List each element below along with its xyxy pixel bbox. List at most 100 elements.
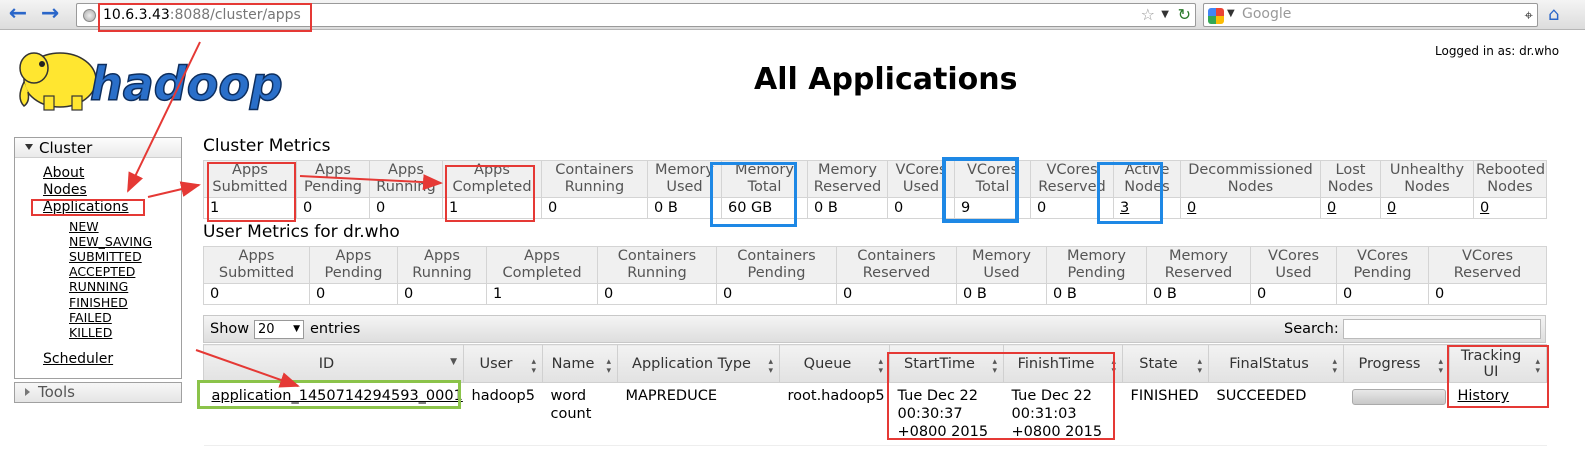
col-header-progress[interactable]: Progress▴▾ bbox=[1343, 344, 1450, 383]
address-text: 10.6.3.43:8088/cluster/apps bbox=[103, 4, 301, 26]
sort-icon: ▴▾ bbox=[606, 357, 611, 376]
url-host: 10.6.3.43 bbox=[103, 7, 170, 23]
cm-decommissioned-nodes-link[interactable]: 0 bbox=[1187, 200, 1197, 216]
app-id-link[interactable]: application_1450714294593_0001 bbox=[211, 388, 463, 404]
sidebar-state-new-saving[interactable]: NEW_SAVING bbox=[69, 234, 153, 249]
sidebar-item-applications[interactable]: Applications bbox=[43, 199, 129, 215]
um-containers-reserved: 0 bbox=[836, 283, 957, 305]
progress-bar bbox=[1351, 389, 1446, 405]
col-header-id[interactable]: ID▼ bbox=[203, 344, 464, 383]
sidebar-cluster-panel: Cluster About Nodes Applications NEW NEW… bbox=[14, 137, 182, 379]
cm-containers-running: 0 bbox=[541, 197, 648, 219]
col-header-starttime[interactable]: StartTime▴▾ bbox=[889, 344, 1004, 383]
cm-vcores-reserved: 0 bbox=[1030, 197, 1114, 219]
home-icon[interactable]: ⌂ bbox=[1548, 4, 1560, 25]
browser-toolbar: ← → 10.6.3.43:8088/cluster/apps ☆ ▼ ↻ ▼ … bbox=[0, 0, 1585, 30]
show-label: Show bbox=[210, 321, 250, 337]
col-header-finalstatus[interactable]: FinalStatus▴▾ bbox=[1208, 344, 1344, 383]
sidebar-state-submitted[interactable]: SUBMITTED bbox=[69, 249, 142, 264]
cm-apps-completed: 1 bbox=[442, 197, 542, 219]
cm-active-nodes-cell: 3 bbox=[1113, 197, 1181, 219]
apps-search-input[interactable] bbox=[1343, 319, 1541, 339]
cell-queue: root.hadoop5 bbox=[779, 382, 890, 446]
cm-rebooted-nodes-cell: 0 bbox=[1473, 197, 1547, 219]
col-header-user[interactable]: User▴▾ bbox=[463, 344, 543, 383]
cell-progress bbox=[1343, 382, 1450, 446]
cm-vcores-total: 9 bbox=[954, 197, 1031, 219]
sort-icon: ▴▾ bbox=[992, 357, 997, 376]
um-vcores-reserved: 0 bbox=[1428, 283, 1547, 305]
search-engine-dropdown-icon[interactable]: ▼ bbox=[1227, 8, 1235, 19]
sidebar-cluster-header[interactable]: Cluster bbox=[15, 138, 181, 158]
google-icon bbox=[1208, 8, 1224, 24]
cell-name: word count bbox=[542, 382, 618, 446]
bookmark-star-icon[interactable]: ☆ bbox=[1140, 5, 1155, 24]
history-link[interactable]: History bbox=[1457, 388, 1510, 404]
um-memory-pending: 0 B bbox=[1046, 283, 1147, 305]
login-status: Logged in as: dr.who bbox=[1435, 44, 1560, 58]
address-bar[interactable]: 10.6.3.43:8088/cluster/apps ☆ ▼ ↻ bbox=[76, 3, 1196, 27]
browser-search-box[interactable]: ▼ Google ⌖ bbox=[1203, 3, 1538, 27]
sidebar-state-killed[interactable]: KILLED bbox=[69, 325, 113, 340]
col-header-queue[interactable]: Queue▴▾ bbox=[779, 344, 890, 383]
sidebar-item-about[interactable]: About bbox=[43, 165, 85, 181]
col-header-name[interactable]: Name▴▾ bbox=[542, 344, 618, 383]
tools-label: Tools bbox=[38, 383, 75, 401]
cm-lost-nodes-link[interactable]: 0 bbox=[1327, 200, 1337, 216]
sort-icon: ▴▾ bbox=[1535, 357, 1540, 376]
cm-vcores-used: 0 bbox=[887, 197, 955, 219]
um-apps-pending: 0 bbox=[309, 283, 398, 305]
cm-apps-running: 0 bbox=[369, 197, 443, 219]
um-containers-running: 0 bbox=[597, 283, 717, 305]
sidebar-state-finished[interactable]: FINISHED bbox=[69, 295, 128, 310]
back-arrow-icon[interactable]: ← bbox=[8, 1, 28, 26]
chevron-down-icon: ▼ bbox=[293, 324, 300, 334]
um-memory-used: 0 B bbox=[956, 283, 1047, 305]
cluster-label: Cluster bbox=[39, 139, 93, 157]
applications-table: ID▼ User▴▾ Name▴▾ Application Type▴▾ Que… bbox=[203, 344, 1547, 446]
cm-rebooted-nodes-link[interactable]: 0 bbox=[1480, 200, 1490, 216]
forward-arrow-icon[interactable]: → bbox=[40, 1, 60, 26]
col-header-finishtime[interactable]: FinishTime▴▾ bbox=[1003, 344, 1123, 383]
col-header-tracking-ui[interactable]: Tracking UI▴▾ bbox=[1449, 344, 1547, 383]
history-dropdown-icon[interactable]: ▼ bbox=[1161, 9, 1169, 20]
logo-wordmark: hadoop bbox=[90, 57, 283, 111]
reload-icon[interactable]: ↻ bbox=[1177, 5, 1191, 24]
um-vcores-used: 0 bbox=[1250, 283, 1337, 305]
sort-desc-icon: ▼ bbox=[450, 357, 457, 367]
table-row: application_1450714294593_0001 hadoop5 w… bbox=[203, 382, 1547, 446]
sidebar-state-new[interactable]: NEW bbox=[69, 219, 99, 234]
um-memory-reserved: 0 B bbox=[1146, 283, 1251, 305]
cell-starttime: Tue Dec 22 00:30:37 +0800 2015 bbox=[889, 382, 1004, 446]
cluster-metrics-value-row: 1 0 0 1 0 0 B 60 GB 0 B 0 9 0 3 0 0 0 0 bbox=[203, 197, 1547, 219]
page-size-select[interactable]: 20 ▼ bbox=[254, 320, 304, 339]
cluster-metrics-title: Cluster Metrics bbox=[203, 136, 331, 156]
binoculars-icon[interactable]: ⌖ bbox=[1524, 6, 1533, 24]
sidebar-tools-header[interactable]: Tools bbox=[14, 382, 182, 403]
cm-active-nodes-link[interactable]: 3 bbox=[1120, 200, 1130, 216]
globe-icon bbox=[83, 9, 96, 22]
cm-unhealthy-nodes-link[interactable]: 0 bbox=[1387, 200, 1397, 216]
sidebar-item-nodes[interactable]: Nodes bbox=[43, 182, 87, 198]
sidebar-state-running[interactable]: RUNNING bbox=[69, 279, 129, 294]
col-header-state[interactable]: State▴▾ bbox=[1122, 344, 1209, 383]
sidebar-item-scheduler[interactable]: Scheduler bbox=[43, 351, 114, 367]
sidebar-state-accepted[interactable]: ACCEPTED bbox=[69, 264, 136, 279]
search-label: Search: bbox=[1284, 321, 1339, 337]
col-header-application-type[interactable]: Application Type▴▾ bbox=[617, 344, 780, 383]
sidebar-state-failed[interactable]: FAILED bbox=[69, 310, 112, 325]
